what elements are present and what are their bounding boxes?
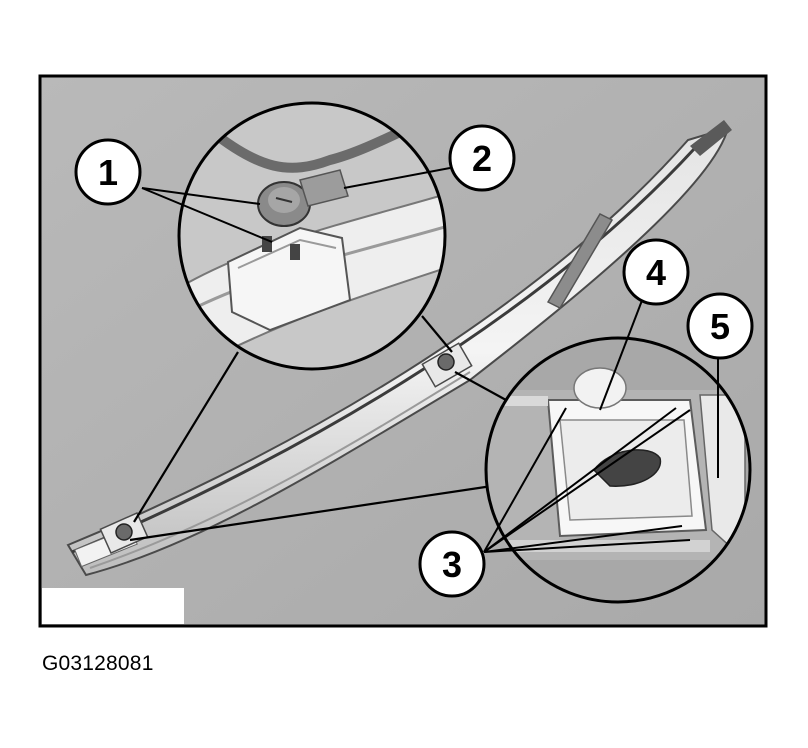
figure-code: G03128081 — [42, 652, 154, 675]
svg-text:2: 2 — [472, 138, 492, 179]
callout-1: 1 — [74, 138, 142, 206]
callout-3: 3 — [418, 530, 486, 598]
callout-4: 4 — [622, 238, 690, 306]
lower-clip — [99, 511, 149, 555]
leader-lines — [141, 167, 719, 553]
upper-clip — [421, 342, 473, 388]
blank-label-patch — [42, 588, 184, 624]
svg-text:5: 5 — [710, 306, 730, 347]
svg-text:3: 3 — [442, 544, 462, 585]
zoom-connector-lines — [129, 315, 507, 542]
photo-frame-border — [38, 74, 768, 628]
callout-5: 5 — [686, 292, 754, 360]
callout-2: 2 — [448, 124, 516, 192]
svg-text:1: 1 — [98, 152, 118, 193]
zoom-detail-left — [177, 101, 447, 371]
svg-text:4: 4 — [646, 252, 666, 293]
